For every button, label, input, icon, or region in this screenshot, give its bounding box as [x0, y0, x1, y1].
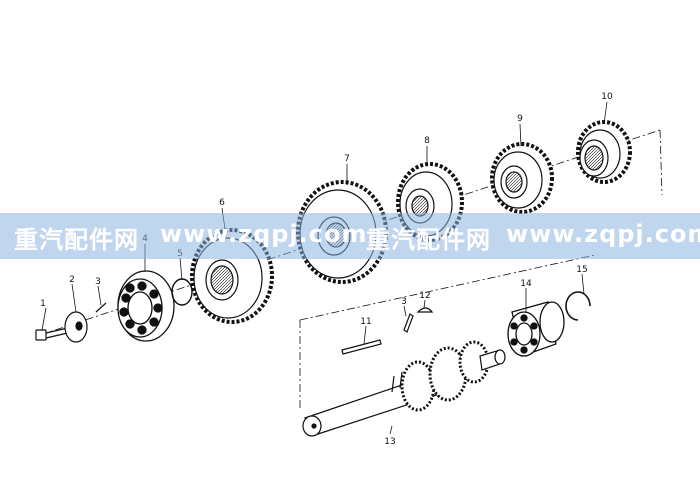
callout-3-left: 3 — [95, 277, 101, 287]
callout-13: 13 — [384, 437, 395, 447]
callout-2: 2 — [69, 275, 75, 285]
watermark-brand: 重汽配件网 — [14, 226, 139, 254]
part-pin-center — [403, 313, 414, 333]
watermark-url-2: www.zqpj.com — [506, 220, 700, 248]
callout-11: 11 — [360, 317, 371, 327]
watermark-band — [0, 213, 700, 259]
callout-7: 7 — [344, 154, 350, 164]
part-snap-ring — [171, 278, 193, 306]
part-bearing-right — [507, 301, 565, 357]
callout-15: 15 — [576, 265, 587, 275]
callout-6: 6 — [219, 198, 225, 208]
watermark-brand-2: 重汽配件网 — [366, 226, 491, 254]
part-gear-10 — [576, 120, 632, 184]
callout-1: 1 — [40, 299, 46, 309]
callout-12: 12 — [419, 291, 430, 301]
part-circlip — [565, 291, 591, 321]
part-long-pin — [341, 339, 382, 355]
part-washer-plate — [64, 311, 88, 343]
part-gear-9 — [490, 142, 554, 214]
watermark-url-1: www.zqpj.com — [160, 220, 368, 248]
callout-3-center: 3 — [401, 297, 407, 307]
callout-8: 8 — [424, 136, 430, 146]
part-pin-left — [95, 302, 107, 313]
part-main-shaft — [302, 340, 506, 437]
callout-14: 14 — [520, 279, 532, 289]
callout-10: 10 — [601, 92, 613, 102]
part-bearing-left — [117, 270, 175, 342]
part-key — [416, 307, 434, 313]
part-bolt — [35, 326, 73, 341]
callout-9: 9 — [517, 114, 523, 124]
